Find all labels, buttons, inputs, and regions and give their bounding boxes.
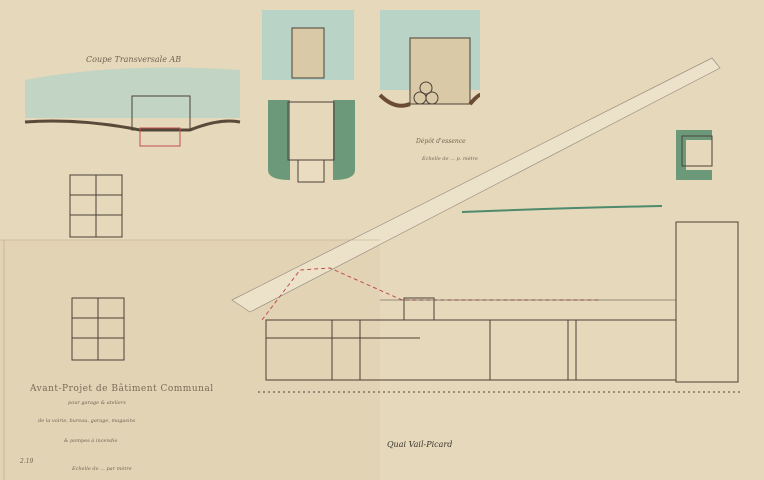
transverse-section: [24, 67, 241, 147]
depot-label: Dépôt d'essence: [416, 138, 466, 145]
depot-section: [378, 10, 481, 108]
small-pavilion-plan: [676, 130, 713, 180]
pavilion-elevation: [262, 10, 355, 183]
title-line-1: pour garage & ateliers: [68, 400, 126, 406]
small-plan: [69, 174, 125, 361]
section-label: Coupe Transversale AB: [86, 55, 182, 64]
quay-label: Quai Vail-Picard: [387, 440, 453, 449]
title-line-3: & pompes à incendie: [64, 438, 118, 444]
main-building-plan: [258, 221, 740, 393]
title-line-2: de la voirie, bureau, garage, magasins: [38, 418, 136, 424]
depot-scale: Echelle de ... p. mètre: [422, 156, 478, 162]
plan-title: Avant-Projet de Bâtiment Communal: [30, 384, 214, 394]
reference-number: 2.19: [20, 458, 34, 465]
title-scale: Echelle de ... par mètre: [72, 466, 132, 472]
